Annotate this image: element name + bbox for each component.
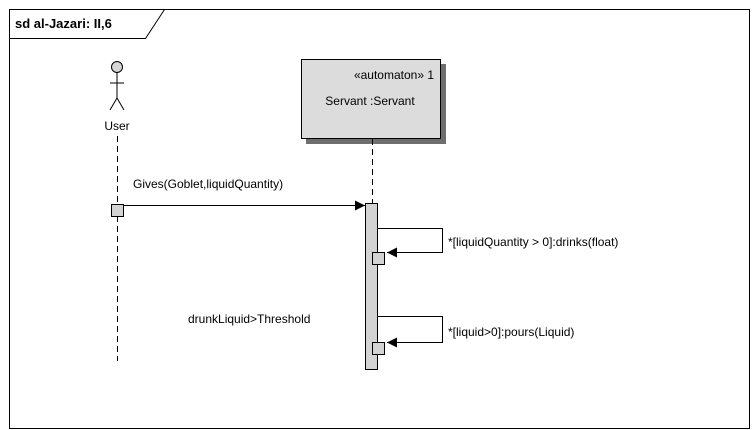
self-message-arrow <box>378 316 443 348</box>
self-message-port <box>372 342 385 355</box>
actor-name: User <box>104 119 129 133</box>
frame-title: sd al-Jazari: II,6 <box>15 16 112 31</box>
self-message-arrow <box>378 228 443 258</box>
stick-figure-icon <box>109 61 125 111</box>
lifeline-head-box <box>301 59 441 139</box>
message-label: *[liquid>0]:pours(Liquid) <box>448 325 574 339</box>
actor-user[interactable]: User <box>104 61 130 134</box>
diagram-frame: sd al-Jazari: II,6 <box>9 9 750 429</box>
lifeline-servant[interactable]: «automaton» 1 Servant :Servant <box>301 59 447 145</box>
condition-note: drunkLiquid>Threshold <box>188 312 310 326</box>
self-message-pours[interactable]: *[liquid>0]:pours(Liquid) <box>372 316 575 355</box>
message-source-port <box>111 204 124 217</box>
message-gives[interactable]: Gives(Goblet,liquidQuantity) <box>111 177 366 217</box>
self-message-port <box>372 252 385 265</box>
lifeline-name: Servant :Servant <box>325 94 415 108</box>
activation-bar <box>365 203 378 370</box>
message-label: Gives(Goblet,liquidQuantity) <box>133 177 283 191</box>
message-label: *[liquidQuantity > 0]:drinks(float) <box>448 235 618 249</box>
lifeline-stereotype: «automaton» 1 <box>354 68 434 82</box>
self-message-drinks[interactable]: *[liquidQuantity > 0]:drinks(float) <box>372 228 619 265</box>
